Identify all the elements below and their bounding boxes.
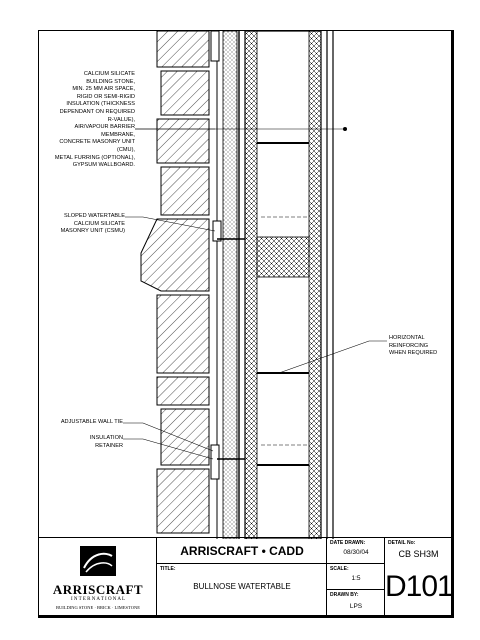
grouted-course	[256, 236, 310, 278]
drawing-sheet: CALCIUM SILICATE BUILDING STONE, MIN. 25…	[38, 30, 454, 618]
drawn-box: DRAWN BY: LPS	[327, 590, 385, 615]
note-wall-tie: ADJUSTABLE WALL TIE	[60, 419, 123, 425]
stone-course	[160, 70, 210, 116]
detail-label: DETAIL No:	[388, 540, 416, 546]
cmu-face-shell	[244, 31, 258, 539]
stone-course	[156, 376, 210, 406]
wall-tie-lower	[210, 444, 220, 480]
section-drawing	[123, 31, 387, 539]
logo-box: ARRISCRAFT I N T E R N A T I O N A L BUI…	[39, 538, 157, 615]
stone-course	[156, 468, 210, 534]
note-watertable: SLOPED WATERTABLE CALCIUM SILICATE MASON…	[60, 213, 125, 235]
arriscraft-logo-icon	[80, 546, 116, 576]
date-box: DATE DRAWN: 08/30/04	[327, 538, 385, 564]
scale-value: 1:5	[351, 575, 361, 582]
cmu-wall	[244, 31, 322, 539]
stone-course	[160, 166, 210, 216]
logo-tagline: BUILDING STONE · BRICK · LIMESTONE	[56, 605, 140, 610]
scale-label: SCALE:	[330, 566, 349, 572]
stone-course	[160, 408, 210, 466]
detail-code: CB SH3M	[398, 549, 439, 559]
brand-name: ARRISCRAFT • CADD	[180, 544, 304, 558]
scale-box: SCALE: 1:5	[327, 564, 385, 590]
cmu-face-shell	[308, 31, 322, 539]
wall-tie-mid	[212, 220, 222, 242]
watertable-unit	[140, 218, 210, 292]
detail-box: DETAIL No: CB SH3M D101	[385, 538, 453, 615]
wall-ties	[210, 31, 245, 480]
logo-name: ARRISCRAFT	[52, 582, 144, 597]
logo-sub: I N T E R N A T I O N A L	[70, 597, 126, 602]
rigid-insulation	[222, 31, 238, 539]
drawing-title: BULLNOSE WATERTABLE	[193, 582, 291, 591]
date-label: DATE DRAWN:	[330, 540, 366, 546]
title-block: ARRISCRAFT I N T E R N A T I O N A L BUI…	[39, 537, 453, 615]
drawn-label: DRAWN BY:	[330, 592, 359, 598]
drawn-value: LPS	[349, 603, 363, 610]
stone-course	[156, 118, 210, 164]
air-space	[216, 31, 240, 539]
wall-tie-upper	[210, 31, 220, 62]
gypsum-wallboard	[326, 31, 334, 539]
leader-lines	[123, 128, 387, 460]
title-label: TITLE:	[160, 566, 176, 572]
stone-courses	[140, 31, 210, 534]
detail-number: D101	[385, 570, 453, 603]
stone-course	[156, 294, 210, 374]
title-box: TITLE: BULLNOSE WATERTABLE	[157, 564, 327, 615]
note-materials: CALCIUM SILICATE BUILDING STONE, MIN. 25…	[54, 71, 135, 169]
note-reinforcing: HORIZONTAL REINFORCING WHEN REQUIRED	[389, 335, 438, 357]
stone-course	[156, 31, 210, 68]
date-value: 08/30/04	[343, 549, 369, 556]
brand-box: ARRISCRAFT • CADD	[157, 538, 327, 564]
note-retainer: INSULATION RETAINER	[89, 435, 123, 449]
